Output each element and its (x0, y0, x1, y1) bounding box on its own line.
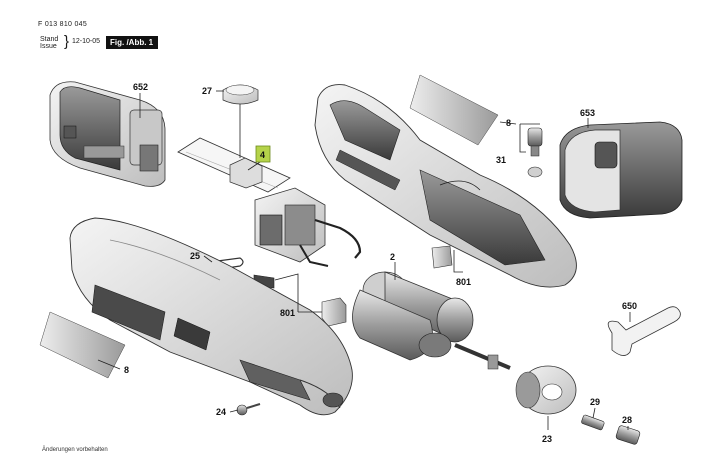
label-4: 4 (260, 150, 265, 160)
switch-cap-drawing (222, 84, 259, 105)
spindle-lock-drawing (527, 127, 543, 178)
screw-drawing (236, 403, 261, 416)
charger-drawing (559, 121, 683, 219)
label-28: 28 (622, 415, 632, 425)
leader-lines (97, 90, 631, 430)
label-23: 23 (542, 434, 552, 444)
figure-label: Fig. /Abb. 1 (106, 36, 159, 49)
housing-upper-drawing (314, 84, 577, 288)
label-653: 653 (580, 108, 595, 118)
issue-date: 12-10-05 (72, 38, 101, 45)
motor-drawing (352, 271, 511, 370)
label-801-left: 801 (280, 308, 295, 318)
label-8-upper: 8 (506, 118, 511, 128)
label-29: 29 (590, 397, 600, 407)
damper-block-drawing (321, 297, 347, 327)
label-31: 31 (496, 155, 506, 165)
manual-sheet-lower-drawing (39, 311, 126, 379)
wrench-drawing (607, 306, 681, 356)
part-4-highlight-box (255, 145, 271, 163)
pad-right-drawing (431, 245, 453, 269)
switch-module-drawing (177, 137, 362, 267)
collet-nut-drawing (615, 425, 641, 445)
battery-pack-drawing (49, 81, 166, 187)
label-25: 25 (190, 251, 200, 261)
stand-issue-label: Stand Issue (40, 36, 58, 50)
footer-note: Änderungen vorbehalten (42, 447, 108, 453)
issue-label: Issue (40, 43, 57, 50)
label-2: 2 (390, 252, 395, 262)
label-801-right: 801 (456, 277, 471, 287)
collet-drawing (581, 414, 605, 431)
label-27: 27 (202, 86, 212, 96)
brace-glyph: } (64, 33, 70, 50)
manual-sheet-upper-drawing (409, 74, 499, 146)
label-650: 650 (622, 301, 637, 311)
stand-label: Stand (40, 36, 59, 43)
document-number: F 013 810 045 (38, 21, 88, 28)
label-24: 24 (216, 407, 226, 417)
fan-wheel-drawing (515, 365, 577, 415)
label-652: 652 (133, 82, 148, 92)
label-8-lower: 8 (124, 365, 129, 375)
housing-lower-drawing (69, 217, 353, 416)
